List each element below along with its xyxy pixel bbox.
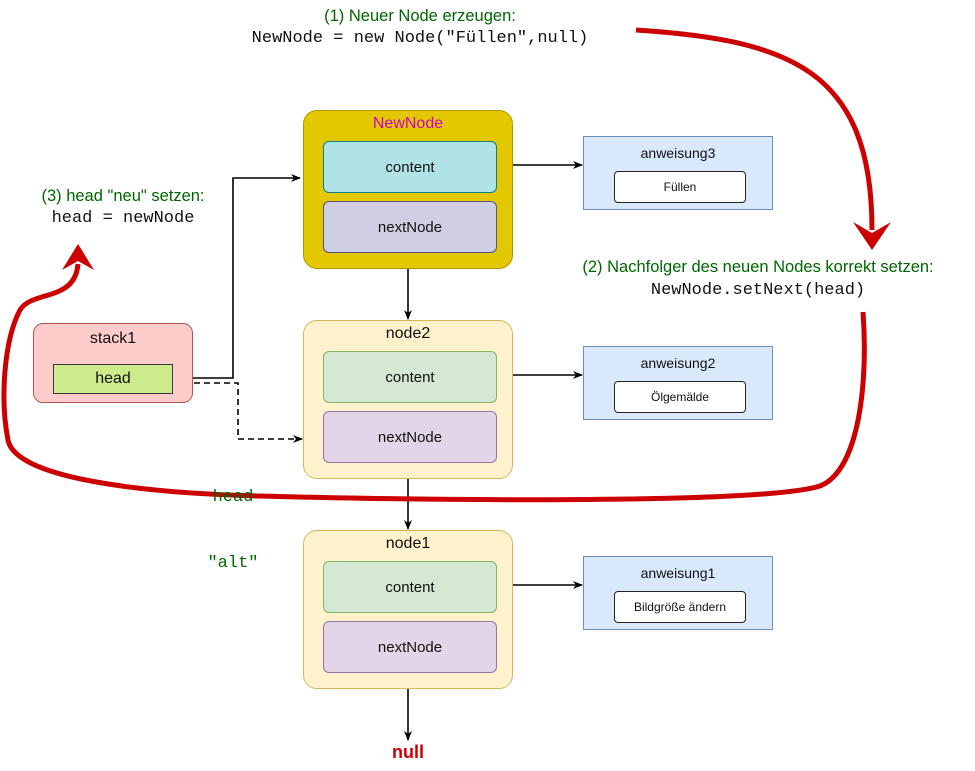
red-arrowhead-step2 — [62, 244, 94, 270]
anweisung3-value[interactable]: Füllen — [614, 171, 746, 203]
node2-content-field[interactable]: content — [323, 351, 497, 403]
anweisung2-box: anweisung2 Ölgemälde — [583, 346, 773, 420]
step2-annotation: (2) Nachfolger des neuen Nodes korrekt s… — [548, 258, 968, 300]
anweisung3-title: anweisung3 — [640, 145, 716, 161]
step2-label: (2) Nachfolger des neuen Nodes korrekt s… — [582, 258, 934, 276]
stack-box: stack1 head — [33, 323, 193, 403]
step1-annotation: (1) Neuer Node erzeugen: NewNode = new N… — [170, 7, 670, 48]
head-alt-line1: head — [212, 488, 254, 507]
node1-box: node1 content nextNode — [303, 530, 513, 689]
head-alt-line2: "alt" — [207, 554, 259, 573]
null-label: null — [392, 742, 424, 762]
step2-code: NewNode.setNext(head) — [650, 281, 866, 300]
anweisung3-box: anweisung3 Füllen — [583, 136, 773, 210]
node2-title: node2 — [385, 325, 431, 342]
red-arrowhead-step1 — [853, 222, 891, 250]
anweisung2-title: anweisung2 — [640, 355, 716, 371]
node1-content-field[interactable]: content — [323, 561, 497, 613]
newnode-content-field[interactable]: content — [323, 141, 497, 193]
step1-label: (1) Neuer Node erzeugen: — [324, 7, 516, 25]
stack-head-field[interactable]: head — [53, 364, 173, 394]
step1-code: NewNode = new Node("Füllen",null) — [251, 29, 589, 48]
step3-code: head = newNode — [51, 209, 195, 228]
anweisung1-title: anweisung1 — [640, 565, 716, 581]
anweisung1-box: anweisung1 Bildgröße ändern — [583, 556, 773, 630]
head-alt-label: head "alt" — [205, 443, 261, 597]
anweisung2-value[interactable]: Ölgemälde — [614, 381, 746, 413]
node1-title: node1 — [385, 535, 431, 552]
anweisung1-value[interactable]: Bildgröße ändern — [614, 591, 746, 623]
head-to-newnode-arrow — [174, 174, 301, 379]
step3-label: (3) head "neu" setzen: — [41, 187, 205, 205]
stack-title: stack1 — [89, 330, 137, 347]
newnode-next-field[interactable]: nextNode — [323, 201, 497, 253]
newnode-box: NewNode content nextNode — [303, 110, 513, 269]
step3-annotation: (3) head "neu" setzen: head = newNode — [18, 187, 228, 228]
node2-box: node2 content nextNode — [303, 320, 513, 479]
node2-next-field[interactable]: nextNode — [323, 411, 497, 463]
red-arrow-step2 — [1, 263, 867, 503]
head-alt-to-node2-arrow — [174, 382, 303, 443]
red-arrow-step1 — [635, 27, 875, 231]
node1-next-field[interactable]: nextNode — [323, 621, 497, 673]
newnode-title: NewNode — [372, 115, 444, 132]
